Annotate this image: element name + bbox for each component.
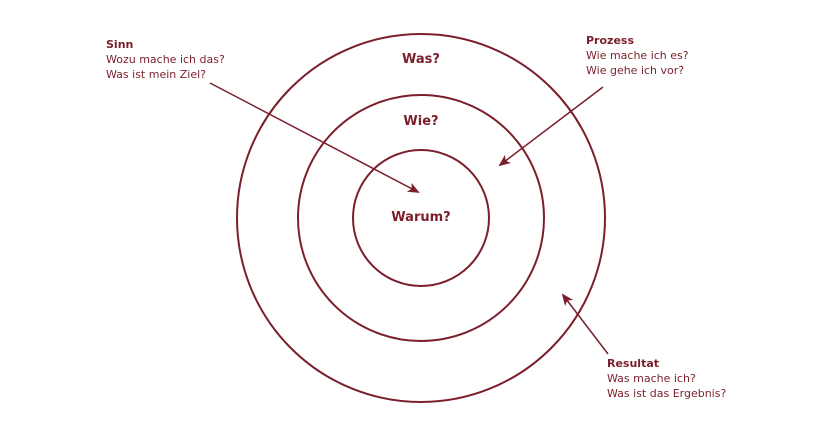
middle-circle-how <box>297 94 545 342</box>
annotation-resultat-line2: Was ist das Ergebnis? <box>607 387 727 400</box>
arrow-sinn <box>209 82 420 193</box>
annotation-sinn-line2: Was ist mein Ziel? <box>106 68 206 81</box>
label-was: Was? <box>402 52 440 67</box>
annotation-resultat: Resultat Was mache ich? Was ist das Erge… <box>607 356 726 401</box>
annotation-sinn-line1: Wozu mache ich das? <box>106 53 225 66</box>
annotation-resultat-line1: Was mache ich? <box>607 372 696 385</box>
annotation-resultat-title: Resultat <box>607 357 660 370</box>
outer-circle-what <box>236 33 606 403</box>
label-warum: Warum? <box>391 210 450 225</box>
annotation-sinn-title: Sinn <box>106 38 134 51</box>
inner-circle-why <box>352 149 490 287</box>
annotation-prozess-line2: Wie gehe ich vor? <box>586 64 685 77</box>
annotation-sinn: Sinn Wozu mache ich das? Was ist mein Zi… <box>106 37 225 82</box>
annotation-prozess-title: Prozess <box>586 34 635 47</box>
arrow-prozess <box>498 86 604 167</box>
label-wie: Wie? <box>403 114 438 129</box>
annotation-prozess: Prozess Wie mache ich es? Wie gehe ich v… <box>586 33 689 78</box>
annotation-prozess-line1: Wie mache ich es? <box>586 49 689 62</box>
arrow-resultat <box>561 293 609 355</box>
